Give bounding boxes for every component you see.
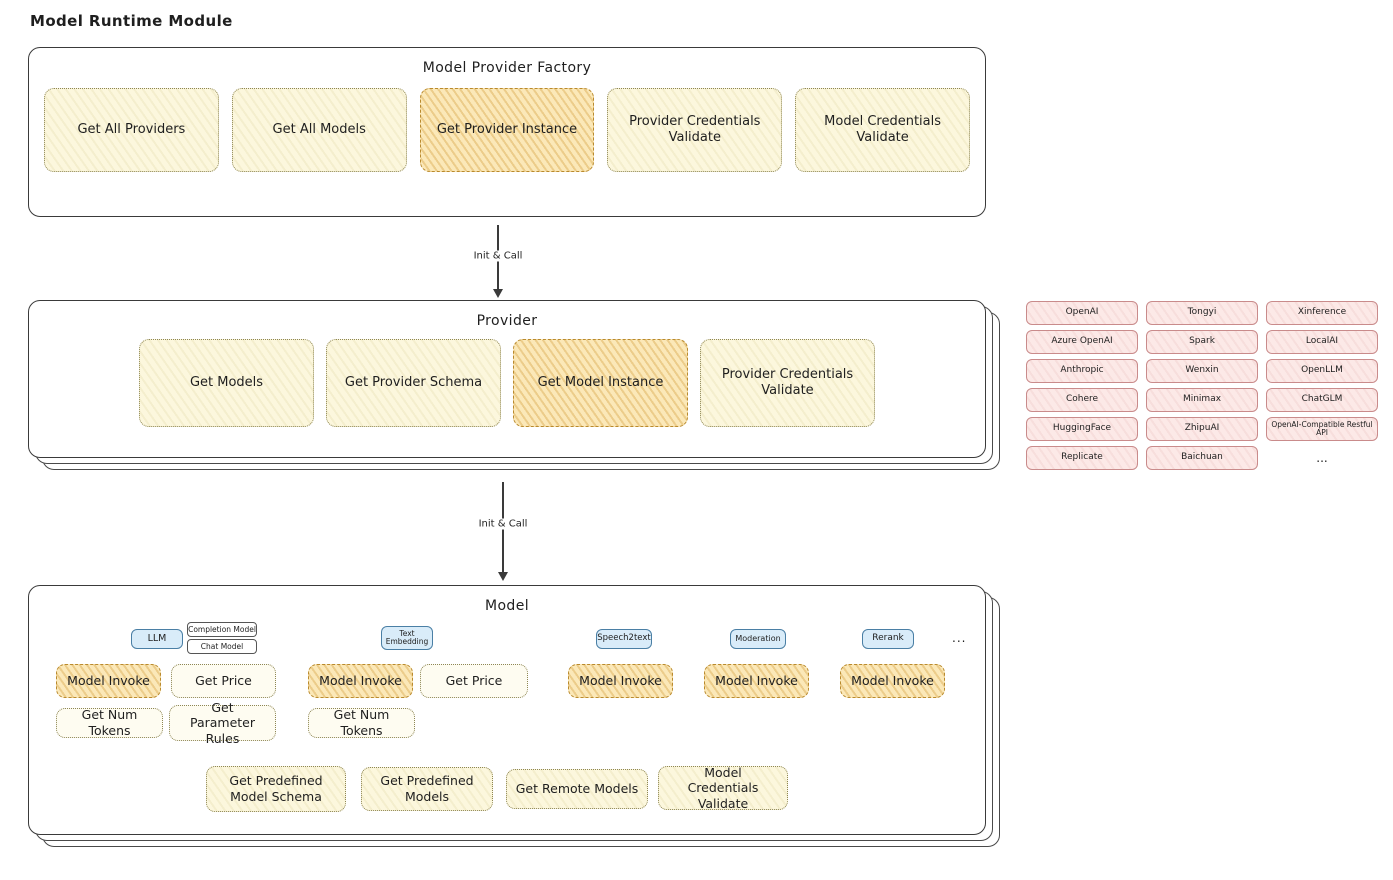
vendor-chip-huggingface: HuggingFace — [1026, 417, 1138, 441]
node-moderation-model-invoke: Model Invoke — [704, 664, 809, 698]
vendor-chip-chatglm: ChatGLM — [1266, 388, 1378, 412]
vendor-chip-tongyi: Tongyi — [1146, 301, 1258, 325]
vendor-chip-cohere: Cohere — [1026, 388, 1138, 412]
vendor-chip-baichuan: Baichuan — [1146, 446, 1258, 470]
vendor-chip-replicate: Replicate — [1026, 446, 1138, 470]
tab-text-embedding: Text Embedding — [381, 626, 433, 650]
node-llm-get-parameter-rules: Get Parameter Rules — [169, 700, 276, 746]
node-llm-model-invoke: Model Invoke — [56, 664, 161, 698]
factory-container: Model Provider Factory Get All Providers… — [28, 47, 986, 217]
vendor-chip-anthropic: Anthropic — [1026, 359, 1138, 383]
tabs-more-ellipsis: ... — [952, 631, 967, 645]
vendor-more-ellipsis: ... — [1316, 451, 1328, 465]
tab-llm: LLM — [131, 629, 183, 649]
node-llm-get-price: Get Price — [171, 664, 276, 698]
vendor-chip-azure-openai: Azure OpenAI — [1026, 330, 1138, 354]
vendor-grid: OpenAI Tongyi Xinference Azure OpenAI Sp… — [1026, 301, 1378, 470]
node-get-model-instance: Get Model Instance — [513, 339, 688, 427]
provider-title: Provider — [476, 313, 538, 329]
node-get-all-providers: Get All Providers — [44, 88, 219, 172]
tab-speech2text: Speech2text — [596, 629, 652, 649]
node-get-provider-schema: Get Provider Schema — [326, 339, 501, 427]
arrow-line — [502, 482, 504, 578]
node-model-credentials-validate: Model Credentials Validate — [795, 88, 970, 172]
factory-node-row: Get All Providers Get All Models Get Pro… — [29, 88, 985, 172]
node-embedding-model-invoke: Model Invoke — [308, 664, 413, 698]
arrow-label-init-call-top: Init & Call — [469, 250, 527, 262]
vendor-chip-xinference: Xinference — [1266, 301, 1378, 325]
vendor-chip-zhipuai: ZhipuAI — [1146, 417, 1258, 441]
vendor-chip-openai: OpenAI — [1026, 301, 1138, 325]
arrow-label-init-call-bottom: Init & Call — [474, 518, 532, 530]
vendor-chip-localai: LocalAI — [1266, 330, 1378, 354]
vendor-chip-wenxin: Wenxin — [1146, 359, 1258, 383]
node-provider-credentials-validate: Provider Credentials Validate — [607, 88, 783, 172]
node-provider-credentials-validate-2: Provider Credentials Validate — [700, 339, 875, 427]
vendor-chip-spark: Spark — [1146, 330, 1258, 354]
node-model-credentials-validate-2: Model Credentials Validate — [658, 765, 788, 811]
arrow-head-icon — [498, 572, 508, 581]
node-embedding-get-price: Get Price — [420, 664, 528, 698]
node-get-all-models: Get All Models — [231, 88, 407, 172]
node-get-provider-instance: Get Provider Instance — [419, 88, 595, 172]
provider-container: Provider Get Models Get Provider Schema … — [28, 300, 986, 458]
factory-title: Model Provider Factory — [422, 60, 592, 76]
tab-chat-model: Chat Model — [187, 639, 257, 654]
node-get-remote-models: Get Remote Models — [506, 769, 648, 809]
vendor-chip-minimax: Minimax — [1146, 388, 1258, 412]
node-speech2text-model-invoke: Model Invoke — [568, 664, 673, 698]
node-get-models: Get Models — [139, 339, 314, 427]
tab-completion-model: Completion Model — [187, 622, 257, 637]
tab-moderation: Moderation — [730, 629, 786, 649]
model-title: Model — [484, 598, 530, 614]
node-rerank-model-invoke: Model Invoke — [840, 664, 945, 698]
node-get-predefined-model-schema: Get Predefined Model Schema — [206, 766, 346, 812]
vendor-chip-openai-compatible: OpenAI-Compatible Restful API — [1266, 417, 1378, 441]
arrow-head-icon — [493, 289, 503, 298]
tab-rerank: Rerank — [862, 629, 914, 649]
model-container: Model LLM Completion Model Chat Model Te… — [28, 585, 986, 835]
node-llm-get-num-tokens: Get Num Tokens — [56, 707, 163, 738]
vendor-chip-openllm: OpenLLM — [1266, 359, 1378, 383]
node-embedding-get-num-tokens: Get Num Tokens — [308, 707, 415, 738]
provider-node-row: Get Models Get Provider Schema Get Model… — [139, 339, 875, 427]
page-title: Model Runtime Module — [30, 12, 233, 30]
node-get-predefined-models: Get Predefined Models — [361, 767, 493, 811]
